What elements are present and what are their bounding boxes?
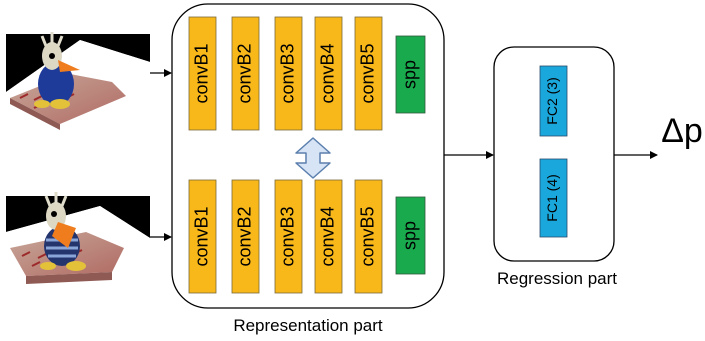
conv-label: convB1 <box>191 206 211 266</box>
spp-label: spp <box>399 221 419 250</box>
shared-weights-double-arrow <box>295 137 331 179</box>
conv-block-top-3: convB3 <box>274 16 303 131</box>
conv-label: convB5 <box>357 206 377 266</box>
spp-block-bottom: spp <box>395 196 426 275</box>
fc1-label: FC1 (4) <box>544 174 560 221</box>
conv-block-bottom-3: convB3 <box>274 179 303 294</box>
regression-block <box>493 46 615 262</box>
conv-label: convB3 <box>277 206 297 266</box>
conv-block-bottom-2: convB2 <box>231 179 260 294</box>
conv-label: convB1 <box>191 43 211 103</box>
input-image-bottom <box>6 192 150 290</box>
conv-label: convB2 <box>234 206 254 266</box>
conv-block-bottom-5: convB5 <box>354 179 383 294</box>
conv-block-bottom-1: convB1 <box>188 179 217 294</box>
conv-block-top-5: convB5 <box>354 16 383 131</box>
conv-row-bottom: convB1 convB2 convB3 convB4 convB5 spp <box>188 179 426 294</box>
fc1-block: FC1 (4) <box>539 158 568 238</box>
conv-label: convB3 <box>277 43 297 103</box>
input-image-top <box>6 32 150 130</box>
conv-label: convB4 <box>317 206 337 266</box>
conv-block-top-1: convB1 <box>188 16 217 131</box>
fc2-block: FC2 (3) <box>539 65 568 137</box>
output-delta-p: Δp <box>661 112 703 150</box>
fc2-label: FC2 (3) <box>544 77 560 124</box>
conv-block-top-4: convB4 <box>314 16 343 131</box>
conv-label: convB4 <box>317 43 337 103</box>
conv-block-bottom-4: convB4 <box>314 179 343 294</box>
conv-label: convB5 <box>357 43 377 103</box>
representation-caption: Representation part <box>233 316 383 335</box>
conv-label: convB2 <box>234 43 254 103</box>
conv-block-top-2: convB2 <box>231 16 260 131</box>
conv-row-top: convB1 convB2 convB3 convB4 convB5 spp <box>188 16 426 131</box>
spp-label: spp <box>399 60 419 89</box>
spp-block-top: spp <box>395 35 426 114</box>
regression-caption: Regression part <box>497 269 617 288</box>
